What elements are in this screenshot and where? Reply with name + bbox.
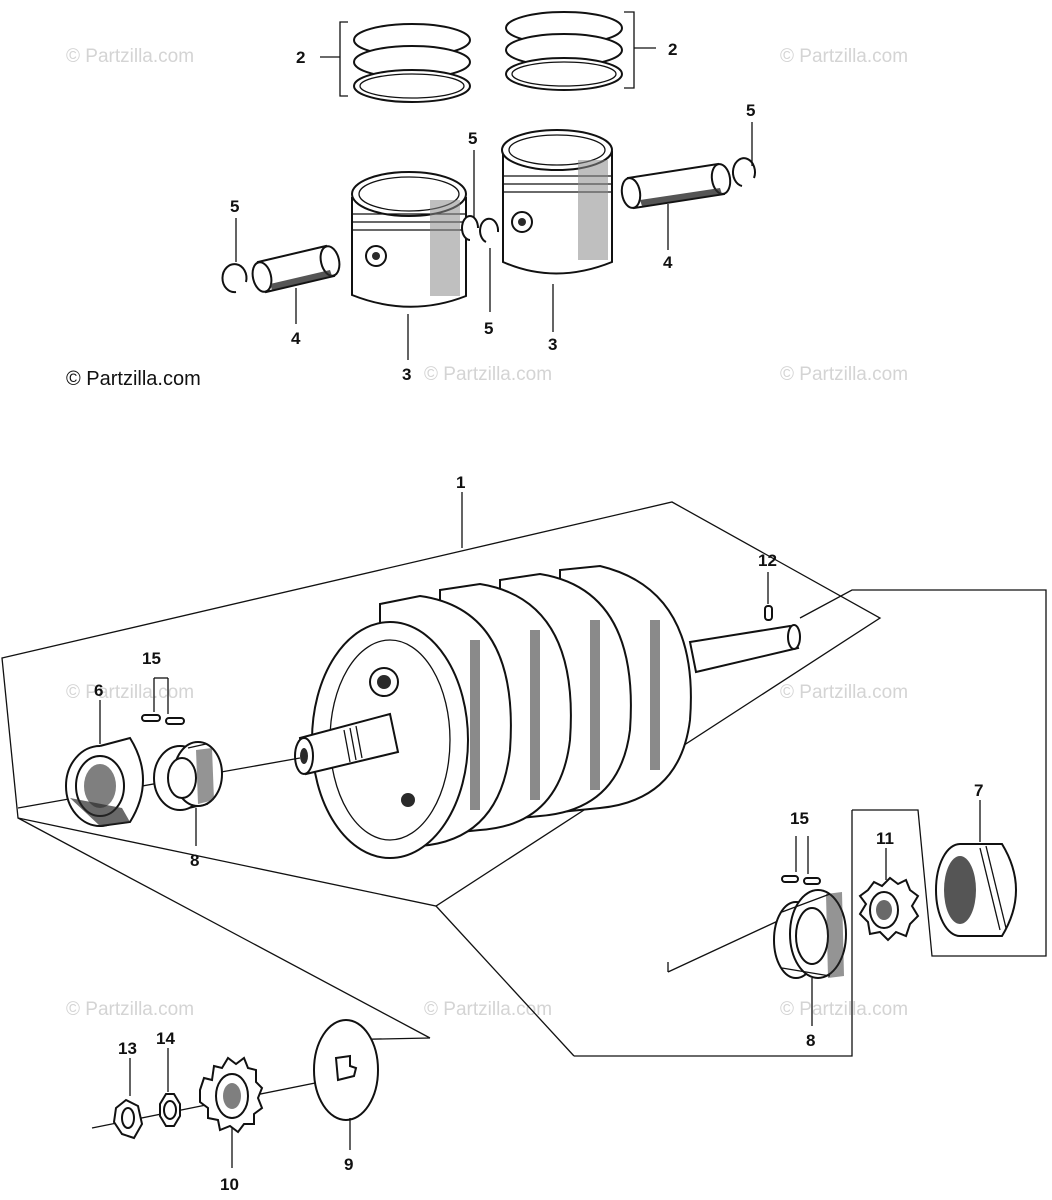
dowel-pins-right [781,836,821,885]
washer-9 [313,1019,379,1121]
circlip-mid-b [479,217,500,243]
callout-15-left: 15 [142,649,161,668]
callout-12: 12 [758,551,777,570]
watermark: © Partzilla.com [780,999,908,1020]
callout-6: 6 [94,681,103,700]
piston-rings-left [353,23,471,103]
piston-right [501,129,613,275]
assembly-boundary-upper-right [799,589,1047,812]
callout-2-right: 2 [668,40,677,59]
callout-3-right: 3 [548,335,557,354]
callout-7: 7 [974,781,983,800]
callout-13: 13 [118,1039,137,1058]
woodruff-key [764,605,773,621]
bearing-7 [935,843,1017,937]
callout-10: 10 [220,1175,239,1194]
crankshaft [294,564,801,859]
callout-8-right: 8 [806,1031,815,1050]
nut-13 [112,1098,144,1140]
callout-8-left: 8 [190,851,199,870]
assembly-boundary-7 [852,809,1047,957]
watermark: © Partzilla.com [780,364,908,385]
callout-3-left: 3 [402,365,411,384]
callout-5-right: 5 [746,101,755,120]
callout-14: 14 [156,1029,175,1048]
callout-11: 11 [876,829,894,848]
watermark: © Partzilla.com [780,682,908,703]
watermark-copyright: © Partzilla.com [66,368,201,390]
circlip-left [221,263,248,294]
circlip-right [732,157,756,187]
bearing-6 [65,736,144,827]
piston-left [351,171,467,308]
callout-5-mid-bottom: 5 [484,319,493,338]
callout-5-mid-top: 5 [468,129,477,148]
callout-15-right: 15 [790,809,809,828]
watermarks: © Partzilla.com © Partzilla.com © Partzi… [66,46,908,1020]
callout-4-left: 4 [291,329,301,348]
callout-9: 9 [344,1155,353,1174]
callout-5-left: 5 [230,197,239,216]
sprocket-11 [858,876,920,942]
bearing-8-left [153,741,223,811]
piston-pin-right [620,162,732,210]
bracket-right [624,11,635,89]
bearing-8-right [773,889,847,979]
callout-2-left: 2 [296,48,305,67]
watermark: © Partzilla.com [66,46,194,67]
dowel-pins-left [141,677,185,725]
callout-4-right: 4 [663,253,673,272]
bracket-left [339,21,348,97]
gear-10 [199,1056,264,1134]
circlip-mid-a [461,215,479,241]
piston-pin-left [251,244,341,294]
watermark: © Partzilla.com [424,999,552,1020]
watermark: © Partzilla.com [424,364,552,385]
watermark: © Partzilla.com [66,682,194,703]
callout-labels: 2 2 5 5 5 5 4 4 3 3 1 12 15 15 6 8 8 7 1… [94,40,983,1194]
lockwasher-14 [159,1093,181,1127]
callout-1: 1 [456,473,465,492]
watermark: © Partzilla.com [66,999,194,1020]
watermark: © Partzilla.com [780,46,908,67]
piston-rings-right [505,11,623,91]
